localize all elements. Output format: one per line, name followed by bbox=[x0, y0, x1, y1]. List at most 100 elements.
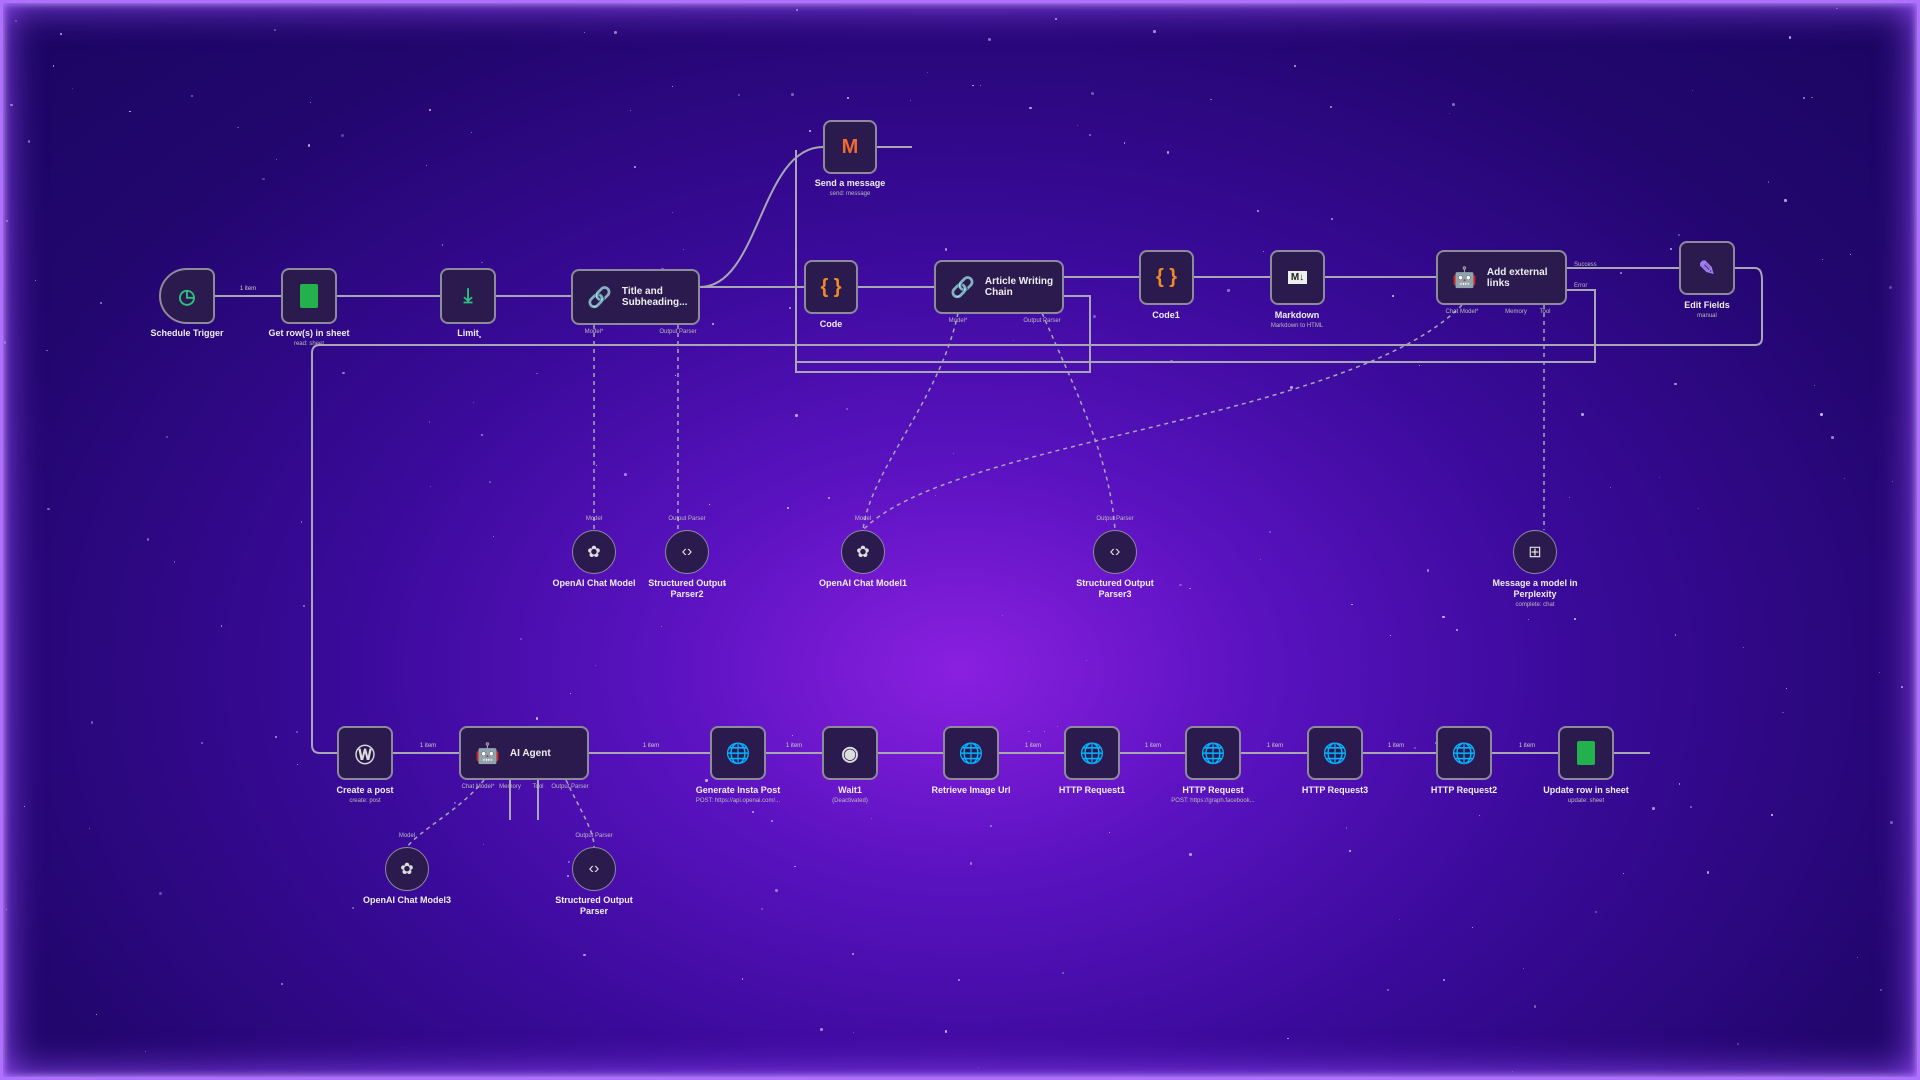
code-braces-icon: { } bbox=[1155, 266, 1178, 288]
ai-agent-node[interactable]: 🤖AI Agent bbox=[459, 726, 589, 780]
star bbox=[623, 473, 627, 477]
star bbox=[660, 626, 662, 627]
star bbox=[795, 414, 798, 417]
structured-output-parser3-node[interactable]: ‹› bbox=[1093, 530, 1137, 574]
star bbox=[1836, 7, 1838, 9]
star bbox=[672, 211, 674, 213]
star bbox=[1055, 18, 1057, 20]
star bbox=[1737, 1042, 1740, 1045]
star bbox=[1290, 385, 1293, 389]
star bbox=[1742, 647, 1744, 649]
star bbox=[809, 129, 812, 132]
wire bbox=[699, 146, 912, 288]
subtitle: POST: https://graph.facebook... bbox=[1171, 798, 1255, 804]
node-label: OpenAI Chat Model1 bbox=[818, 578, 908, 588]
star bbox=[1900, 685, 1903, 688]
star bbox=[1892, 481, 1894, 483]
star bbox=[1786, 688, 1788, 690]
article-writing-chain-node[interactable]: 🔗Article Writing Chain bbox=[934, 260, 1064, 314]
label: Edit Fields bbox=[1684, 300, 1730, 310]
code-node[interactable]: { } bbox=[804, 260, 858, 314]
openai-chat-model-node[interactable]: ✿ bbox=[572, 530, 616, 574]
sub-port-label: Model bbox=[585, 516, 603, 522]
get-rows-node[interactable] bbox=[281, 268, 337, 324]
h-node[interactable]: 🌐 bbox=[1185, 726, 1241, 780]
edge-item-count: 1 item bbox=[419, 743, 437, 749]
label: Wait1 bbox=[838, 785, 862, 795]
insta-node[interactable]: 🌐 bbox=[710, 726, 766, 780]
label: Retrieve Image Url bbox=[931, 785, 1011, 795]
upd-node[interactable] bbox=[1558, 726, 1614, 780]
code1-node[interactable]: { } bbox=[1139, 250, 1194, 305]
star bbox=[262, 177, 265, 181]
schedule-trigger-node[interactable]: ◷ bbox=[159, 268, 215, 324]
star bbox=[220, 625, 223, 627]
star bbox=[751, 810, 754, 813]
send-message-node[interactable]: M bbox=[823, 120, 877, 174]
wait-node[interactable]: ◉ bbox=[822, 726, 878, 780]
star bbox=[71, 88, 73, 90]
google-sheets-icon bbox=[300, 284, 318, 308]
img-node[interactable]: 🌐 bbox=[943, 726, 999, 780]
perplexity-node[interactable]: ⊞ bbox=[1513, 530, 1557, 574]
star bbox=[1880, 988, 1882, 991]
add-external-links-node[interactable]: 🤖Add external links bbox=[1436, 250, 1567, 305]
structured-output-parser-node[interactable]: ‹› bbox=[572, 847, 616, 891]
star bbox=[1831, 435, 1835, 439]
edit-fields-node[interactable]: ✎ bbox=[1679, 241, 1735, 295]
star bbox=[1227, 289, 1230, 292]
star bbox=[594, 664, 596, 666]
star bbox=[1810, 96, 1813, 99]
star bbox=[1013, 340, 1015, 342]
star bbox=[672, 86, 674, 88]
star bbox=[493, 536, 494, 538]
structured-output-parser2-node[interactable]: ‹› bbox=[665, 530, 709, 574]
h1-node[interactable]: 🌐 bbox=[1064, 726, 1120, 780]
star bbox=[1574, 617, 1576, 620]
star bbox=[1771, 814, 1773, 816]
star bbox=[165, 435, 168, 438]
sub-port-label: Output Parser bbox=[575, 833, 613, 839]
markdown-node[interactable]: M↓ bbox=[1270, 250, 1325, 305]
star bbox=[1345, 827, 1348, 829]
star bbox=[1478, 815, 1480, 817]
globe-icon: 🌐 bbox=[1451, 742, 1477, 765]
title-subheading-chain-node[interactable]: 🔗Title and Subheading... bbox=[571, 269, 700, 325]
star bbox=[1088, 133, 1091, 136]
star bbox=[1849, 254, 1851, 255]
star bbox=[1609, 486, 1612, 489]
h3-node[interactable]: 🌐 bbox=[1307, 726, 1363, 780]
star bbox=[535, 717, 539, 720]
star bbox=[969, 862, 973, 865]
label: Get row(s) in sheet bbox=[268, 328, 350, 338]
h2-node[interactable]: 🌐 bbox=[1436, 726, 1492, 780]
star bbox=[1398, 919, 1400, 920]
openai-chat-model3-node[interactable]: ✿ bbox=[385, 847, 429, 891]
star bbox=[791, 93, 794, 96]
star bbox=[682, 248, 684, 250]
star bbox=[89, 828, 91, 830]
star bbox=[957, 978, 960, 982]
star bbox=[190, 95, 193, 98]
chain-link-icon: 🔗 bbox=[950, 276, 975, 299]
label: HTTP Request bbox=[1182, 785, 1244, 795]
star bbox=[275, 736, 278, 739]
openai-chat-model1-node[interactable]: ✿ bbox=[841, 530, 885, 574]
star bbox=[979, 84, 982, 86]
edge-item-count: 1 item bbox=[642, 743, 660, 749]
star bbox=[159, 891, 163, 895]
star bbox=[1028, 730, 1030, 733]
star bbox=[1123, 142, 1126, 144]
output-label-error: Error bbox=[1574, 283, 1588, 289]
create-post-node[interactable]: Ⓦ bbox=[337, 726, 393, 780]
star bbox=[28, 140, 31, 143]
limit-node[interactable]: ⤓ bbox=[440, 268, 496, 324]
subtitle: read: sheet bbox=[293, 341, 325, 347]
star bbox=[1330, 217, 1334, 220]
